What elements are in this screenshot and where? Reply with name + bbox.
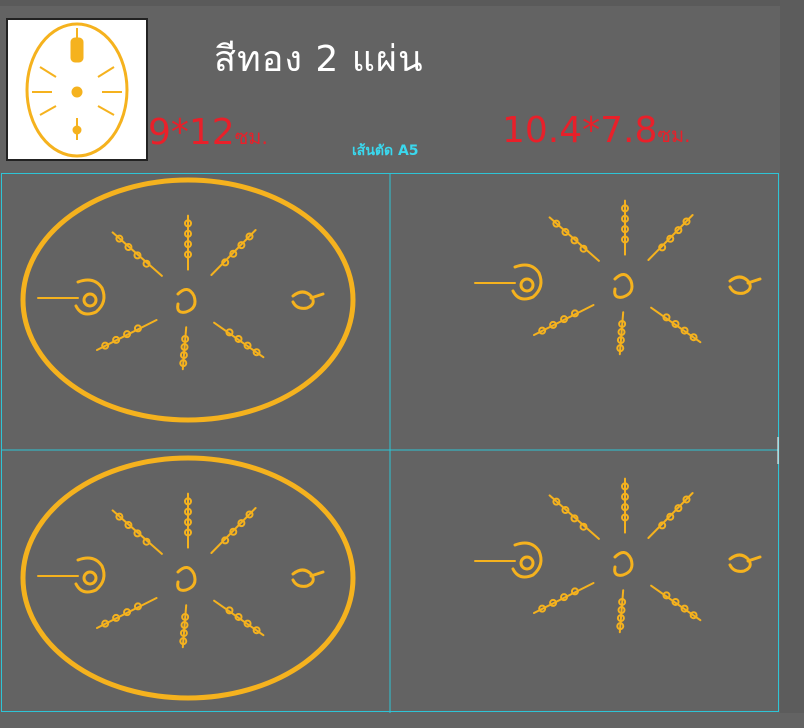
top-strip [0, 0, 804, 6]
panel-oval-bottom [0, 450, 390, 713]
yantra-artwork [474, 477, 762, 634]
size-unit: ซม. [234, 125, 268, 149]
yantra-artwork [20, 177, 356, 423]
panel-oval-top [0, 172, 390, 450]
oval-border [20, 177, 356, 423]
panel-yantra-bottom [390, 450, 780, 713]
artboard [0, 172, 780, 713]
panel-yantra-top [390, 172, 780, 450]
preview-thumbnail [6, 18, 148, 161]
size-value: 9*12 [148, 112, 235, 153]
oval-border [20, 455, 356, 701]
size-label-rect: 10.4*7.8ซม. [502, 110, 691, 151]
page-title: สีทอง 2 แผ่น [214, 39, 424, 80]
size-label-oval: 9*12ซม. [148, 112, 268, 153]
canvas-edge [780, 0, 804, 713]
size-unit: ซม. [657, 123, 691, 147]
size-value: 10.4*7.8 [502, 110, 658, 151]
yantra-artwork [20, 455, 356, 701]
cut-line-label: เส้นตัด A5 [352, 143, 419, 159]
yantra-artwork [474, 199, 762, 356]
